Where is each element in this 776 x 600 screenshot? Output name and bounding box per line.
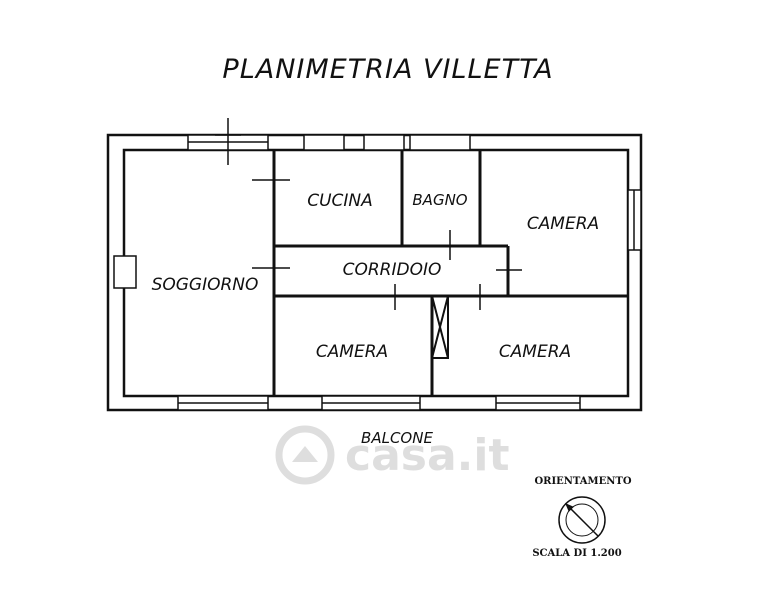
orientamento-label: ORIENTAMENTO — [534, 476, 631, 487]
door-marks — [215, 118, 522, 310]
room-label-cucina: CUCINA — [307, 191, 373, 211]
watermark-text: casa.it — [345, 430, 509, 481]
scale-label: SCALA DI 1.200 — [532, 548, 621, 559]
watermark: casa.it — [275, 425, 509, 485]
windows — [113, 134, 642, 411]
plan-title: PLANIMETRIA VILLETTA — [222, 54, 553, 85]
room-label-camera-se: CAMERA — [499, 342, 571, 362]
room-label-bagno: BAGNO — [412, 191, 467, 209]
room-label-camera-s: CAMERA — [316, 342, 388, 362]
room-label-soggiorno: SOGGIORNO — [152, 275, 259, 295]
room-label-corridoio: CORRIDOIO — [343, 260, 442, 280]
balcone-label: BALCONE — [361, 429, 433, 447]
compass-icon — [558, 496, 606, 544]
casa-logo-icon — [275, 425, 335, 485]
closet — [431, 295, 449, 359]
room-label-camera-ne: CAMERA — [527, 214, 599, 234]
